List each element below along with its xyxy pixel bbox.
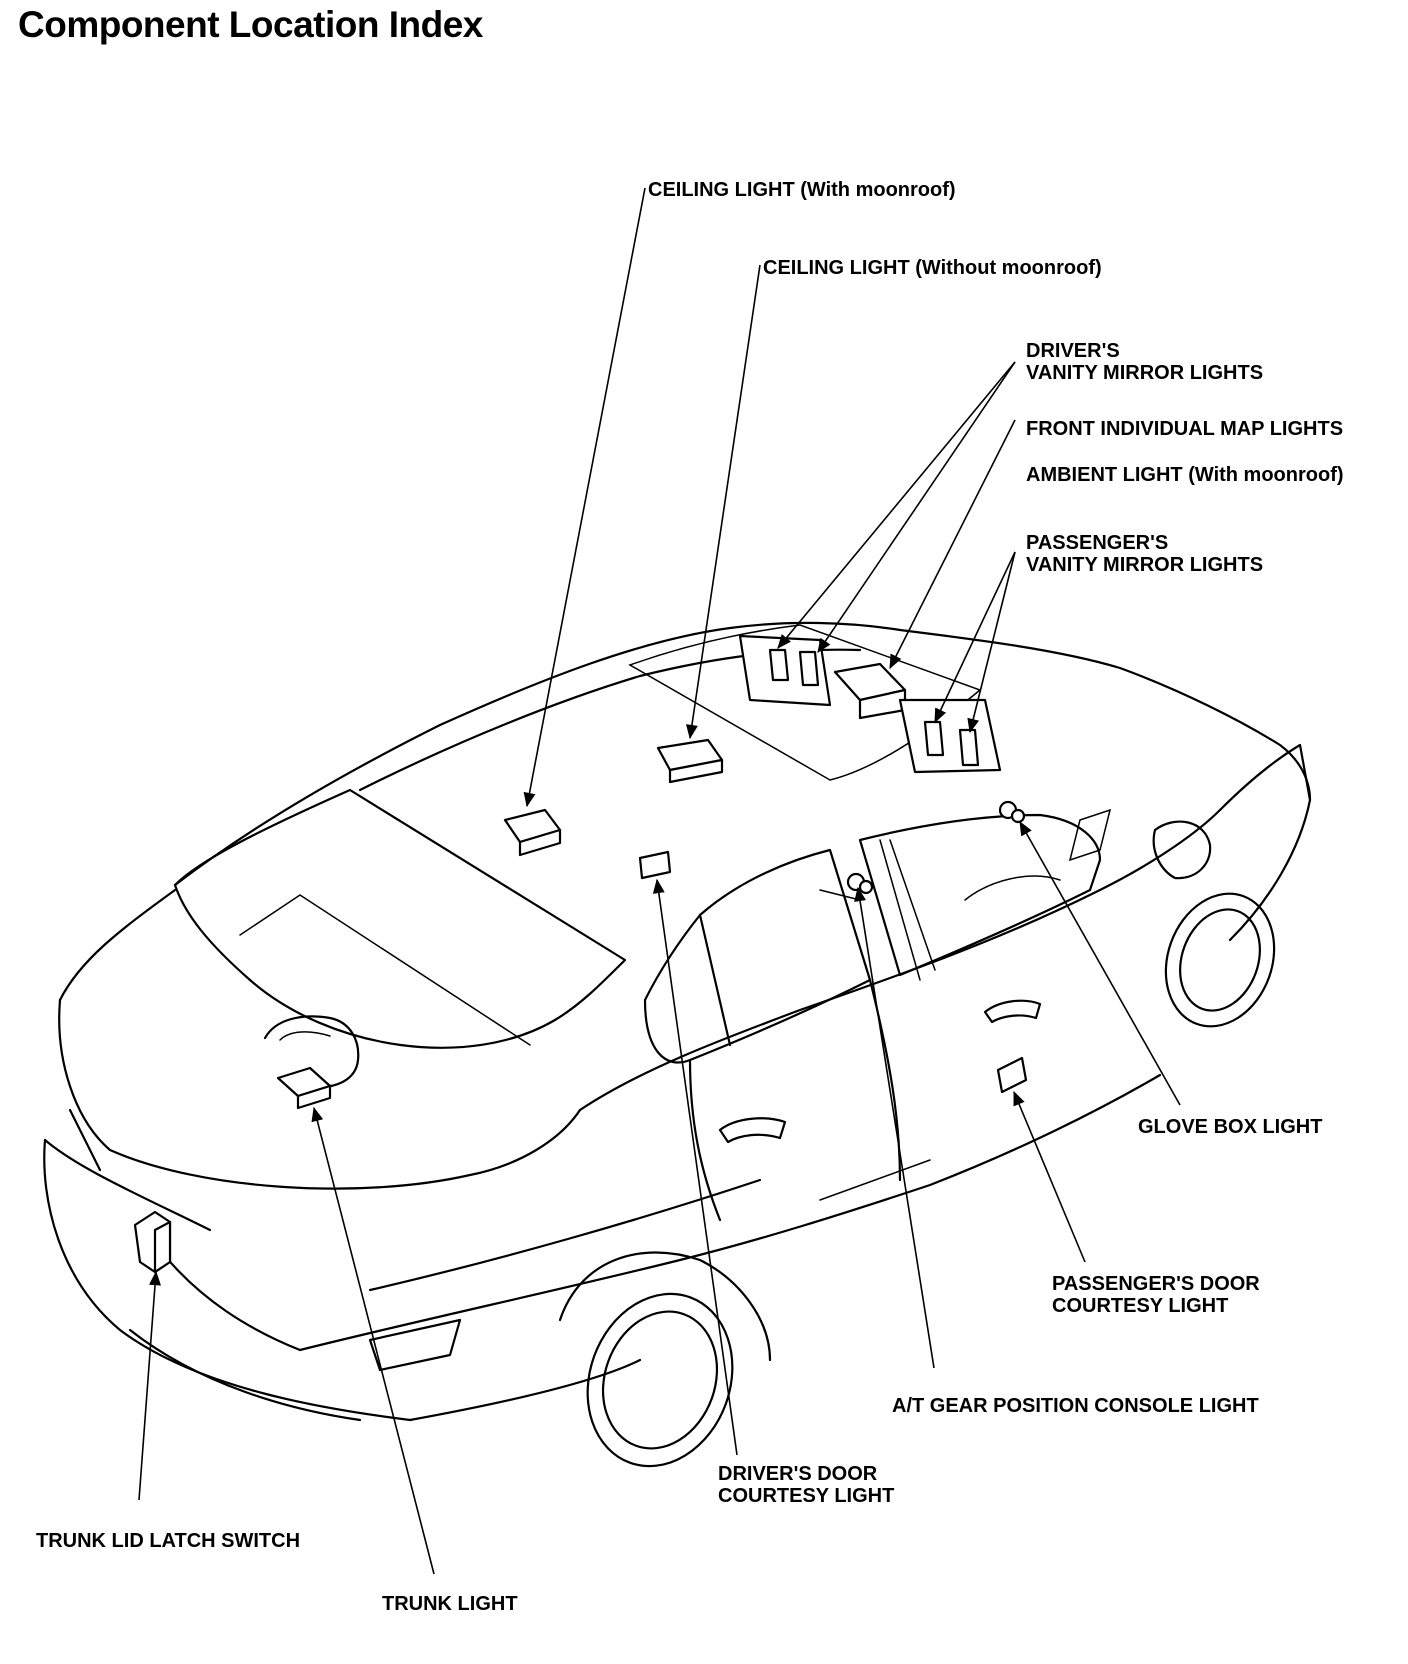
label-driver-door-line2: COURTESY LIGHT bbox=[718, 1485, 894, 1507]
car-body-illustration bbox=[43, 621, 1312, 1468]
label-passengers-vanity-line1: PASSENGER'S bbox=[1026, 532, 1168, 554]
map-lights-unit bbox=[833, 662, 907, 720]
overhead-console-passenger bbox=[898, 698, 1002, 774]
label-ceiling-light-with-moonroof: CEILING LIGHT (With moonroof) bbox=[648, 179, 956, 201]
label-drivers-vanity-line1: DRIVER'S bbox=[1026, 340, 1120, 362]
trunk-lid-latch-switch-part bbox=[133, 1210, 172, 1274]
glove-box-light-part bbox=[998, 800, 1026, 824]
label-passengers-vanity-line2: VANITY MIRROR LIGHTS bbox=[1026, 554, 1263, 576]
passenger-door-courtesy-light-part bbox=[996, 1056, 1028, 1094]
label-ceiling-light-without-moonroof: CEILING LIGHT (Without moonroof) bbox=[763, 257, 1102, 279]
trunk-light-part bbox=[276, 1066, 332, 1110]
driver-door-courtesy-light-part bbox=[638, 850, 672, 880]
label-trunk-lid-latch-switch: TRUNK LID LATCH SWITCH bbox=[36, 1530, 300, 1552]
label-at-gear-console-light: A/T GEAR POSITION CONSOLE LIGHT bbox=[892, 1395, 1259, 1417]
ceiling-light-without-moonroof-part bbox=[656, 738, 724, 784]
at-gear-console-light-part bbox=[846, 872, 874, 895]
label-passenger-door-line2: COURTESY LIGHT bbox=[1052, 1295, 1228, 1317]
ceiling-light-with-moonroof-part bbox=[503, 808, 562, 857]
label-drivers-vanity-line2: VANITY MIRROR LIGHTS bbox=[1026, 362, 1263, 384]
label-ambient-light: AMBIENT LIGHT (With moonroof) bbox=[1026, 464, 1344, 486]
overhead-console-driver bbox=[738, 634, 832, 707]
label-front-map-lights: FRONT INDIVIDUAL MAP LIGHTS bbox=[1026, 418, 1343, 440]
page-title: Component Location Index bbox=[18, 4, 483, 45]
label-passenger-door-line1: PASSENGER'S DOOR bbox=[1052, 1273, 1260, 1295]
label-trunk-light: TRUNK LIGHT bbox=[382, 1593, 518, 1615]
label-driver-door-line1: DRIVER'S DOOR bbox=[718, 1463, 878, 1485]
label-glove-box-light: GLOVE BOX LIGHT bbox=[1138, 1116, 1322, 1138]
leader-lines bbox=[138, 187, 1181, 1575]
